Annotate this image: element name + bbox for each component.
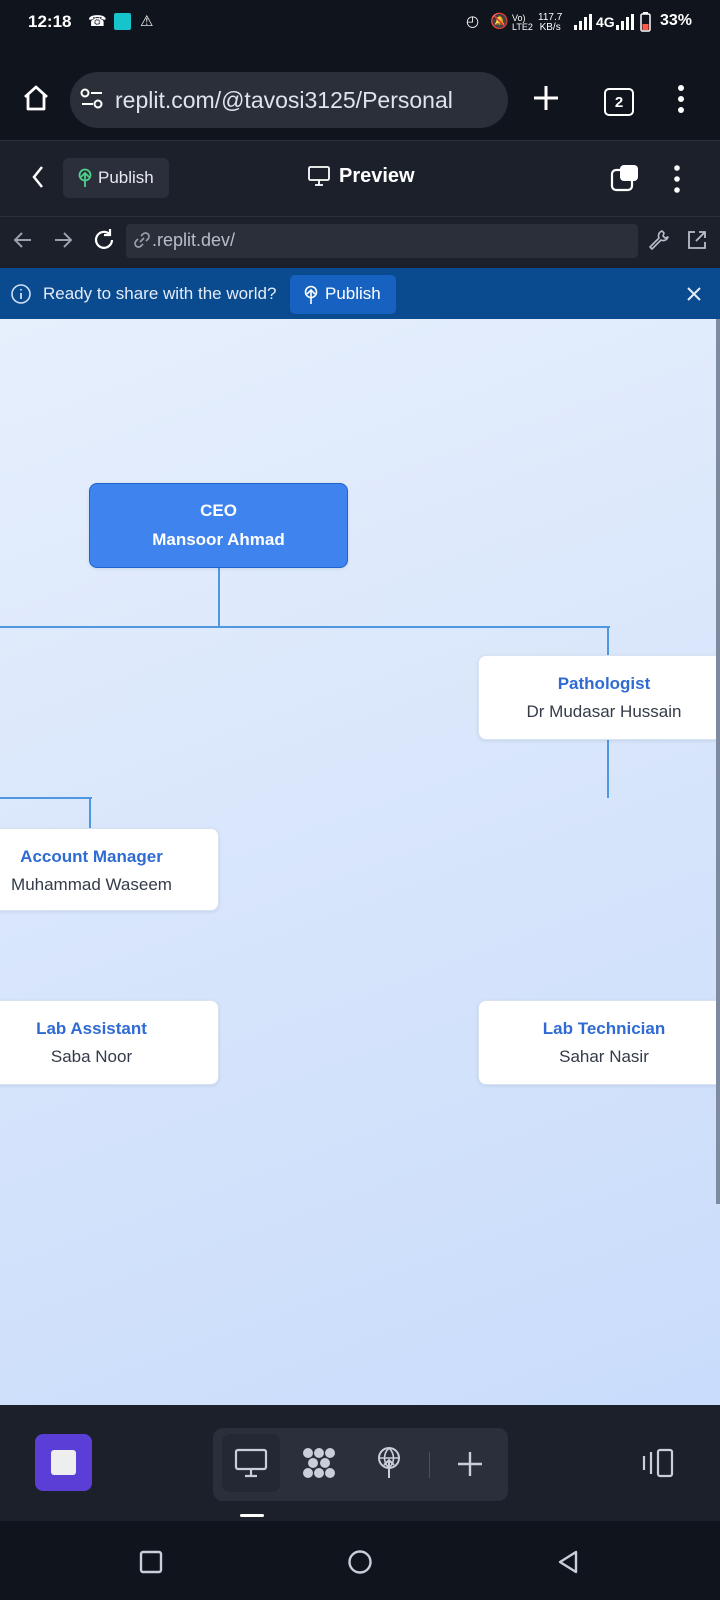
app-icon	[114, 13, 131, 30]
network-type: 4G	[596, 14, 615, 30]
org-card-lab-assistant[interactable]: Lab Assistant Saba Noor	[0, 1000, 219, 1085]
status-time: 12:18	[28, 12, 72, 31]
divider	[429, 1452, 430, 1478]
card-role: Account Manager	[20, 847, 163, 866]
card-name: Mansoor Ahmad	[152, 530, 285, 549]
card-role: CEO	[200, 501, 237, 520]
info-icon	[11, 284, 31, 304]
preview-title: Preview	[339, 165, 415, 187]
external-link-icon[interactable]	[686, 229, 708, 251]
banner-publish-button[interactable]	[290, 275, 396, 314]
connector-line	[89, 797, 91, 831]
alarm-icon: ◴	[466, 13, 480, 30]
connector-line	[0, 797, 92, 799]
preview-url-text[interactable]: .replit.dev/	[152, 230, 236, 250]
connector-line	[218, 568, 220, 628]
org-card-pathologist[interactable]: Pathologist Dr Mudasar Hussain	[478, 655, 720, 740]
url-text[interactable]: replit.com/@tavosi3125/Personal	[115, 87, 453, 113]
home-circle-icon[interactable]	[347, 1549, 373, 1575]
monitor-icon	[234, 1448, 268, 1478]
publish-icon	[304, 285, 318, 304]
card-role: Lab Assistant	[36, 1019, 147, 1038]
back-chevron-icon[interactable]	[30, 162, 46, 192]
tab-switcher-button[interactable]: 2	[604, 88, 634, 116]
site-settings-icon[interactable]	[80, 88, 104, 110]
stop-button[interactable]	[35, 1434, 92, 1491]
recents-icon[interactable]	[139, 1550, 163, 1574]
agent-icon[interactable]	[301, 1446, 337, 1480]
home-button[interactable]	[16, 78, 56, 118]
card-name: Sahar Nasir	[559, 1047, 649, 1066]
mute-icon: 🔕	[490, 13, 509, 30]
warning-icon: ⚠	[140, 13, 154, 30]
card-name: Muhammad Waseem	[11, 875, 172, 894]
monitor-icon	[308, 166, 330, 186]
org-card-account-manager[interactable]: Account Manager Muhammad Waseem	[0, 828, 219, 911]
battery-icon	[640, 12, 651, 32]
stop-icon	[51, 1450, 76, 1475]
publish-button-label: Publish	[98, 168, 154, 187]
preview-scrollbar[interactable]	[716, 319, 720, 1204]
browser-menu-icon[interactable]	[676, 84, 686, 114]
card-name: Dr Mudasar Hussain	[526, 702, 682, 721]
more-menu-icon[interactable]	[672, 164, 682, 194]
reload-icon[interactable]	[92, 228, 116, 252]
call-forward-icon: ☎	[88, 13, 107, 30]
publish-icon	[78, 168, 92, 187]
connector-line	[607, 739, 609, 798]
deploy-icon[interactable]	[374, 1446, 404, 1480]
link-icon	[134, 232, 150, 248]
home-icon	[24, 85, 48, 111]
active-tab-indicator	[240, 1514, 264, 1517]
preview-url-field[interactable]	[126, 224, 638, 258]
signal-icon-2	[616, 14, 634, 30]
org-card-ceo[interactable]: CEO Mansoor Ahmad	[89, 483, 348, 568]
org-card-lab-technician[interactable]: Lab Technician Sahar Nasir	[478, 1000, 720, 1085]
panel-layout-icon[interactable]	[640, 1448, 676, 1478]
connector-line	[0, 626, 610, 628]
battery-level: 33%	[659, 12, 692, 29]
banner-publish-label: Publish	[325, 284, 381, 303]
preview-canvas: CEO Mansoor Ahmad Pathologist Dr Mudasar…	[0, 319, 720, 1405]
windows-icon[interactable]	[610, 164, 640, 192]
arrow-right-icon[interactable]	[52, 229, 74, 251]
back-triangle-icon[interactable]	[556, 1549, 580, 1575]
system-navigation-bar	[0, 1521, 720, 1600]
volte-icon: Vo)LTE2	[512, 13, 533, 32]
banner-message: Ready to share with the world?	[43, 284, 277, 303]
tool-preview-button[interactable]	[222, 1434, 280, 1492]
connector-line	[607, 626, 609, 662]
wrench-icon[interactable]	[648, 229, 670, 251]
card-role: Pathologist	[557, 674, 651, 693]
card-name: Saba Noor	[50, 1047, 133, 1066]
card-role: Lab Technician	[542, 1019, 666, 1038]
add-tool-icon[interactable]	[456, 1450, 484, 1478]
close-icon[interactable]	[684, 284, 704, 304]
new-tab-icon[interactable]	[530, 82, 562, 114]
signal-icon	[574, 14, 592, 30]
url-bar[interactable]	[70, 72, 508, 128]
arrow-left-icon[interactable]	[12, 229, 34, 251]
